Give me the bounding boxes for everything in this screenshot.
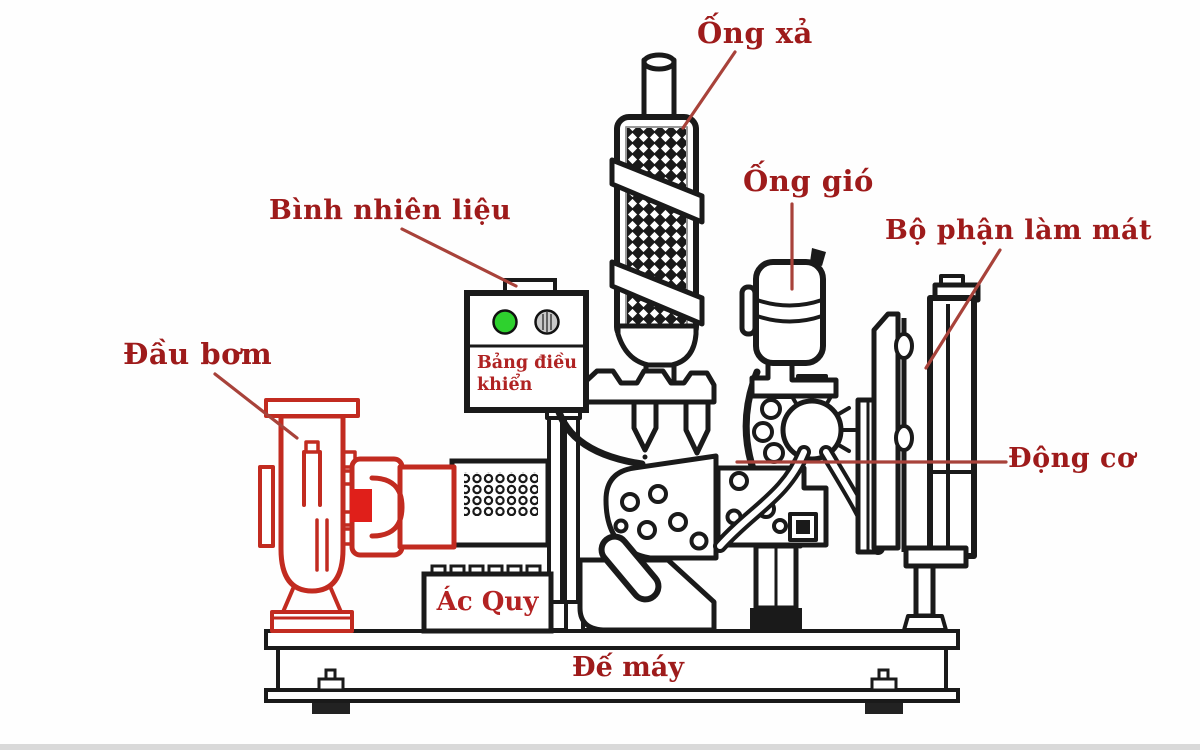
battery-caps xyxy=(430,564,542,577)
radiator-art xyxy=(871,274,981,632)
leader-pump xyxy=(213,372,299,440)
base-bolt-right xyxy=(870,668,898,692)
leader-cooling xyxy=(924,248,1002,370)
muffler-art xyxy=(609,52,705,368)
indicator-light-green xyxy=(492,309,518,335)
label-cooling-unit: Bộ phận làm mát xyxy=(885,215,1153,246)
oil-filter xyxy=(598,533,662,603)
injector-funnel xyxy=(631,399,659,453)
leader-fuel xyxy=(400,227,518,288)
engine-art xyxy=(545,357,885,633)
label-pump-head: Đầu bơm xyxy=(123,337,273,371)
discharge-flange xyxy=(264,398,360,418)
battery-art xyxy=(421,564,554,634)
suction-flange xyxy=(258,465,275,548)
leader-lines xyxy=(213,50,1008,464)
leader-exhaust xyxy=(681,50,737,130)
control-box-art xyxy=(464,278,589,413)
air-filter-art xyxy=(739,248,839,399)
coupling-guard-art xyxy=(449,458,551,548)
base-bolt-left xyxy=(317,668,345,692)
label-air-pipe: Ống gió xyxy=(743,164,874,198)
pump-art xyxy=(258,398,457,633)
guard-vent-holes xyxy=(464,472,538,516)
label-battery: Ác Quy xyxy=(436,587,539,617)
label-machine-base: Đế máy xyxy=(572,652,684,683)
label-engine: Động cơ xyxy=(1008,443,1136,474)
label-exhaust-pipe: Ống xả xyxy=(697,16,813,50)
label-fuel-tank: Bình nhiên liệu xyxy=(269,195,512,226)
injector-funnel xyxy=(683,399,711,456)
photo-bottom-edge xyxy=(0,744,1200,750)
label-control-panel: Bảng điều khiển xyxy=(477,353,577,396)
